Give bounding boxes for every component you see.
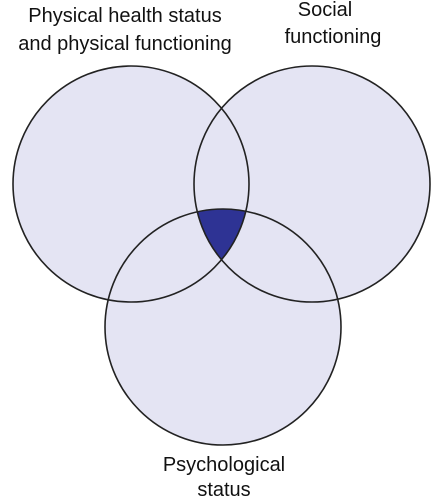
psychological-status-label-line-2: status	[197, 479, 250, 500]
psychological-status-circle-outline	[104, 208, 342, 446]
social-functioning-circle-outline	[193, 65, 431, 303]
social-functioning-label-line-2: functioning	[285, 26, 382, 48]
social-functioning-label-line-1: Social	[298, 0, 352, 21]
psychological-status-circle	[105, 209, 341, 445]
physical-health-circle-outline	[12, 65, 250, 303]
psychological-status-label-line-1: Psychological	[163, 454, 285, 476]
physical-health-label-line-2: and physical functioning	[18, 33, 231, 55]
physical-health-label-line-1: Physical health status	[28, 5, 221, 27]
